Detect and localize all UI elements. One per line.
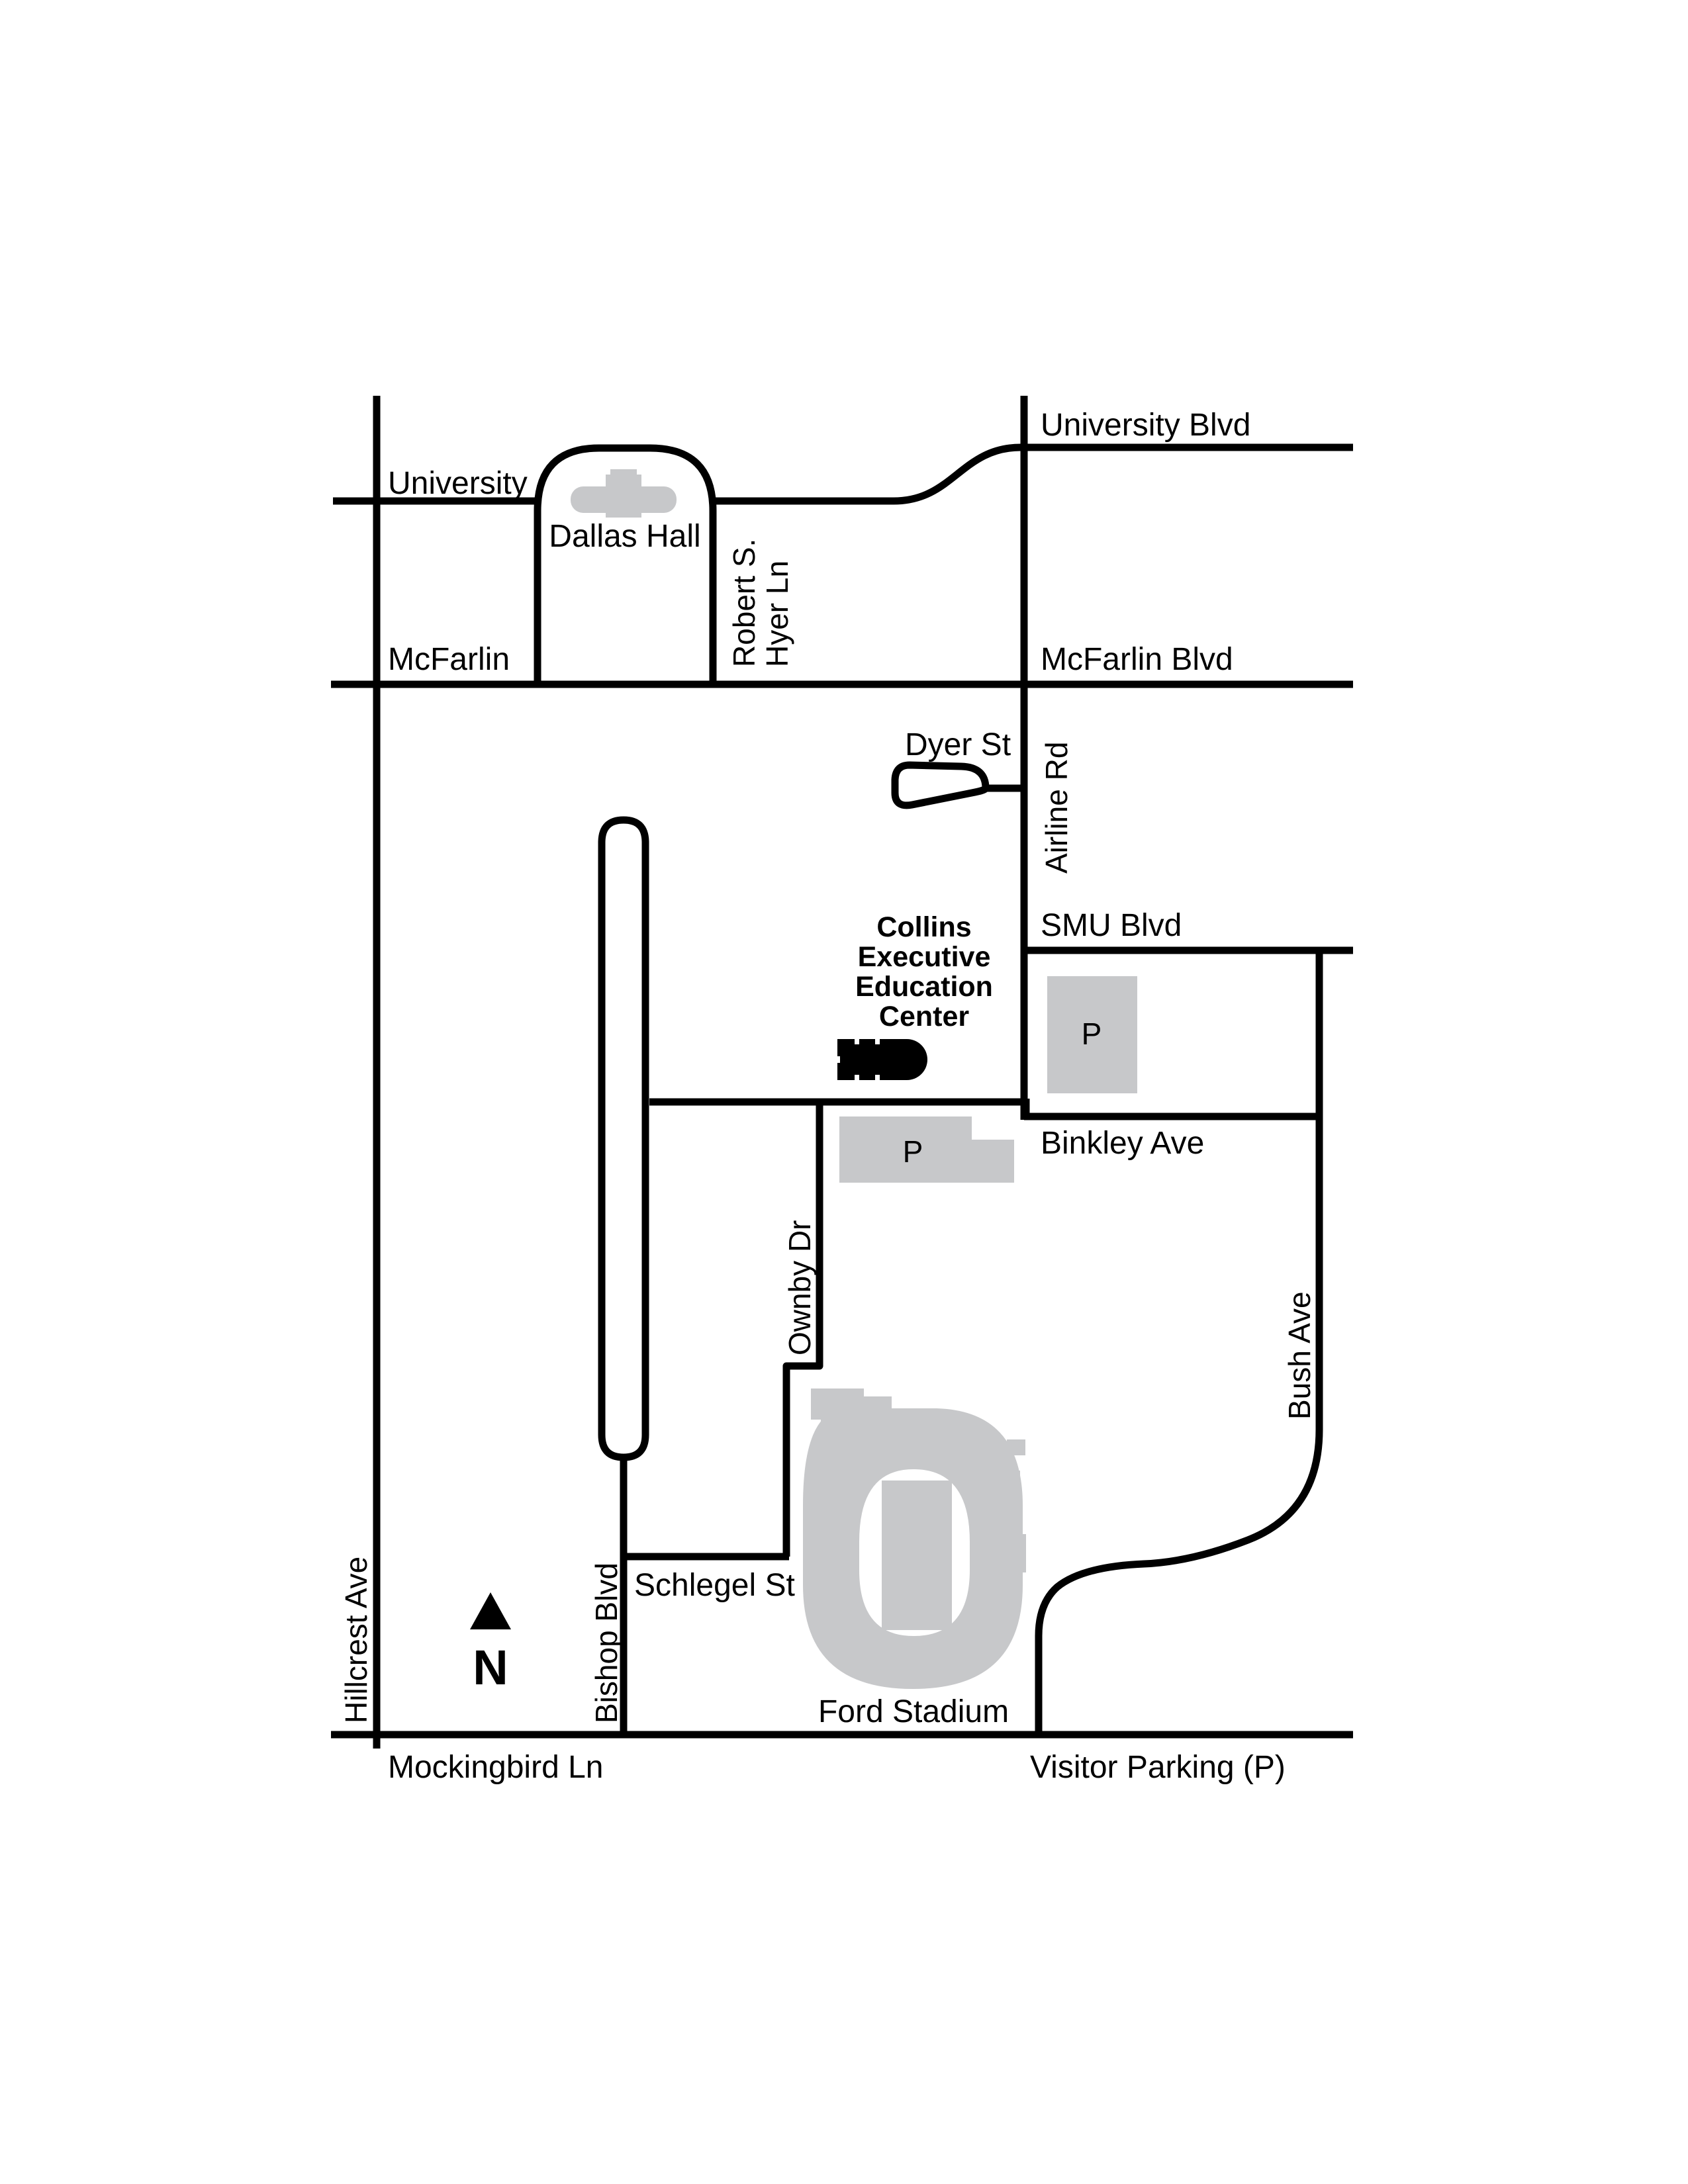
north-arrow-icon [470,1592,511,1629]
label-hillcrest-ave: Hillcrest Ave [339,1557,373,1723]
label-dallas-hall: Dallas Hall [549,519,700,554]
svg-text:Executive: Executive [858,941,991,973]
label-mockingbird-ln: Mockingbird Ln [388,1750,604,1785]
label-bishop-blvd: Bishop Blvd [589,1563,624,1723]
label-ownby-dr: Ownby Dr [782,1220,817,1355]
label-binkley-ave: Binkley Ave [1041,1126,1204,1161]
label-bush-ave: Bush Ave [1282,1291,1317,1420]
parking-lots [839,976,1137,1183]
road-dyer-st-culdesac [891,761,990,809]
road-bush-ave [1035,950,1323,1736]
label-airline-rd: Airline Rd [1039,742,1074,874]
svg-text:Education: Education [855,971,993,1003]
ford-stadium-building [803,1388,1026,1689]
road-dallas-hall-loop [534,444,717,684]
label-hyer-ln: Hyer Ln [760,561,794,667]
north-label: N [473,1640,508,1695]
label-smu-blvd: SMU Blvd [1041,908,1182,943]
ford-stadium-field [882,1480,952,1630]
road-university-blvd [713,443,1353,505]
dallas-hall-building [571,469,677,518]
parking-p-top: P [1082,1017,1102,1051]
road-bishop-blvd-oval [598,816,649,1461]
road-ownby-dr [782,1102,823,1557]
label-dyer-st: Dyer St [905,727,1011,762]
label-schlegel-st: Schlegel St [634,1568,795,1603]
roads [331,396,1353,1749]
label-mcfarlin: McFarlin [388,642,510,677]
label-collins-center: Collins Executive Education Center [855,911,993,1032]
label-mcfarlin-blvd: McFarlin Blvd [1041,642,1233,677]
label-robert-s: Robert S. [727,539,761,667]
label-university: University [388,466,528,501]
collins-center-building [836,1038,927,1081]
compass-north: N [470,1592,511,1695]
parking-lot-smu-blvd [1047,976,1137,1093]
label-university-blvd: University Blvd [1041,408,1250,443]
svg-text:Collins: Collins [876,911,971,943]
parking-lot-binkley [839,1116,1014,1183]
parking-p-bottom: P [903,1134,923,1169]
label-ford-stadium: Ford Stadium [818,1694,1009,1729]
label-visitor-parking: Visitor Parking (P) [1030,1750,1286,1785]
svg-text:Center: Center [879,1001,969,1032]
